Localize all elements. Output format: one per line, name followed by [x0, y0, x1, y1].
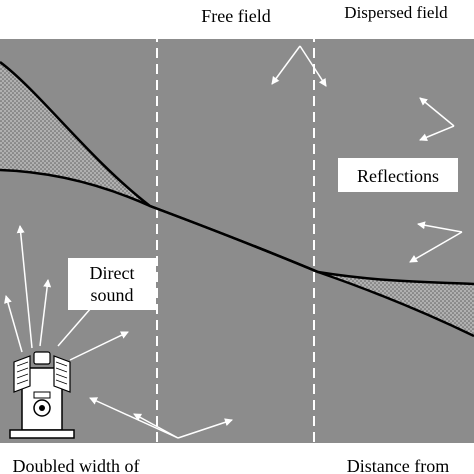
- dispersed-field-label: Dispersed field: [344, 3, 448, 22]
- free-field-label-box: [171, 0, 301, 33]
- distance-from-label-box: [322, 452, 474, 474]
- dispersed-field-deviation-area: [318, 272, 474, 336]
- loudspeaker-icon: [9, 351, 75, 439]
- direct-sound-label-line1: Direct: [90, 263, 135, 283]
- top-dimension-arrows: [158, 24, 473, 36]
- doubled-width-label-box: [0, 452, 150, 474]
- reflections-label-box: [338, 158, 458, 192]
- diagram-panel: [0, 38, 474, 444]
- total-sound-curve: [0, 168, 474, 286]
- reflections-label: Reflections: [357, 166, 439, 186]
- direct-sound-label-box: [68, 258, 156, 310]
- direct-sound-label-line2: sound: [90, 285, 133, 305]
- dispersed-field-label-box: [318, 0, 474, 28]
- doubled-width-label: Doubled width of: [13, 456, 140, 474]
- free-field-label: Free field: [201, 6, 270, 26]
- distance-from-label: Distance from: [347, 456, 449, 474]
- direct-sound-arrows: [4, 225, 129, 361]
- reflection-arrows: [89, 45, 463, 439]
